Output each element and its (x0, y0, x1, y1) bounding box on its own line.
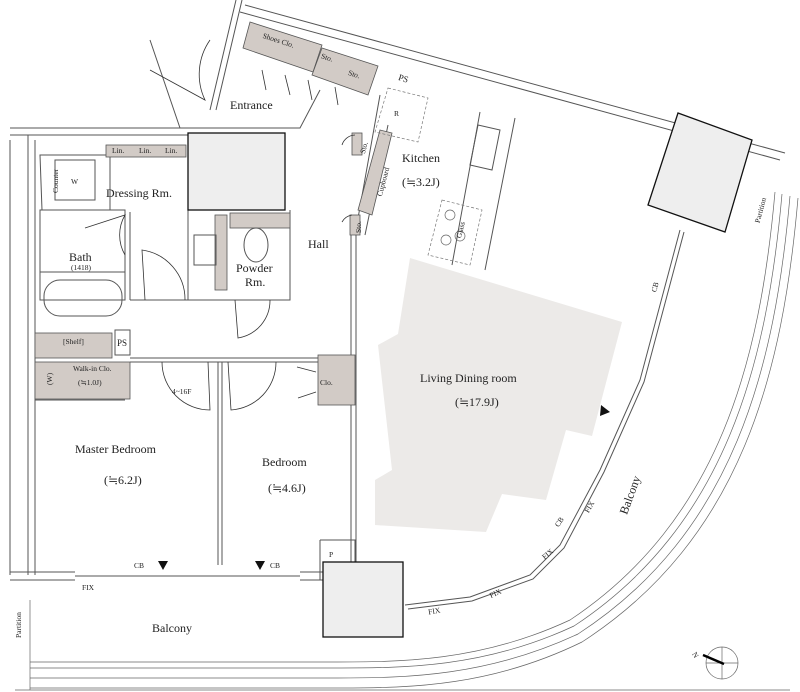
storage-label: Sto. (320, 51, 334, 63)
powder-room-label-2: Rm. (245, 275, 265, 289)
linen-label: Lin. (165, 146, 177, 155)
bedroom-label: Bedroom (262, 455, 307, 469)
fix-window-label: FIX (583, 499, 597, 514)
kitchen-sink (469, 124, 501, 171)
compass-icon: N (690, 646, 739, 680)
fix-window-label: FIX (427, 605, 441, 616)
powder-room-label: Powder (236, 261, 273, 275)
storage-label: Sto. (358, 141, 370, 155)
cooktop (427, 199, 483, 266)
closet-label: Clo. (320, 378, 333, 387)
kitchen-area-label: (≒3.2J) (402, 175, 440, 189)
balcony-south-label: Balcony (152, 621, 192, 635)
structural-column (647, 112, 753, 233)
hall-label: Hall (308, 237, 329, 251)
bath-size-label: (1418) (71, 263, 91, 272)
toilet (243, 227, 269, 263)
fix-window-label: FIX (488, 586, 503, 600)
storage-label: Sto. (354, 221, 363, 233)
fix-window-label: FIX (82, 583, 95, 592)
storage-label: Sto. (347, 68, 361, 80)
linen-label: Lin. (139, 146, 151, 155)
cb-window-label: CB (553, 515, 566, 528)
living-dining-area-label: (≒17.9J) (455, 395, 499, 409)
balcony-railing (15, 191, 799, 691)
bedroom-area-label: (≒4.6J) (268, 481, 306, 495)
refrigerator-label: R (394, 109, 399, 118)
ps-label: PS (397, 72, 410, 85)
ps-label: PS (117, 338, 127, 348)
dressing-room-label: Dressing Rm. (106, 186, 172, 200)
compass-north-label: N (690, 650, 701, 660)
window-arrow-icon (255, 561, 265, 570)
window-arrow-icon (600, 405, 610, 416)
partition-label: Partition (14, 612, 23, 638)
glass-label: Glass (454, 221, 467, 240)
storage-units (34, 21, 393, 406)
living-dining-label: Living Dining room (420, 371, 517, 385)
kitchen-label: Kitchen (402, 151, 440, 165)
cb-window-label: CB (134, 561, 144, 570)
entrance-label: Entrance (230, 98, 273, 112)
p-label: P (329, 550, 333, 559)
master-bedroom-label: Master Bedroom (75, 442, 157, 456)
window-arrow-icon (158, 561, 168, 570)
washer-space-label: (W) (45, 372, 54, 385)
washer (54, 159, 96, 201)
walkin-closet-area-label: (≒1.0J) (78, 378, 102, 387)
master-bedroom-area-label: (≒6.2J) (104, 473, 142, 487)
cb-window-label: CB (649, 281, 660, 293)
linen-label: Lin. (112, 146, 124, 155)
ps-shaft (114, 329, 131, 356)
sink (193, 234, 217, 266)
cb-window-label: CB (270, 561, 280, 570)
counter-label: Counter (51, 168, 60, 193)
refrigerator-space (374, 87, 429, 143)
walkin-closet-label: Walk-in Clo. (73, 364, 112, 373)
floors-label: 4~16F (172, 387, 191, 396)
structural-column (187, 132, 286, 211)
living-floor-area (375, 258, 622, 532)
partition-label: Partition (753, 196, 768, 224)
washer-label: W (71, 177, 79, 186)
balcony-east-label: Balcony (617, 474, 644, 516)
shelf-label: [Shelf] (63, 337, 84, 346)
bath-label: Bath (69, 250, 92, 264)
doors[interactable] (84, 39, 356, 411)
bathtub (43, 279, 123, 317)
structural-column (322, 561, 404, 638)
